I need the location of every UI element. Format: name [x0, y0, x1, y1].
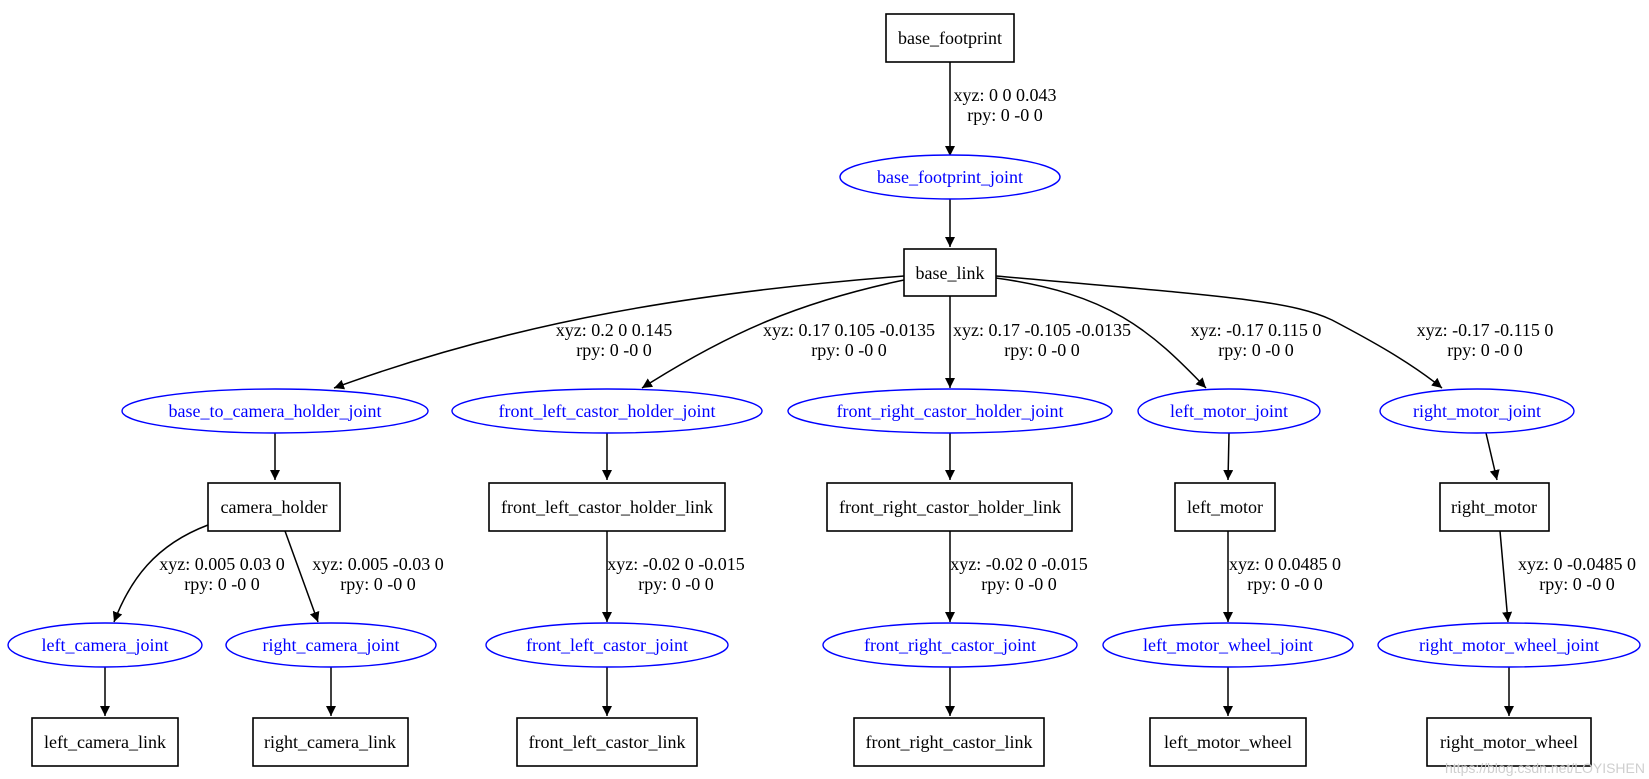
link-node-left-camera-link[interactable]: left_camera_link	[31, 717, 179, 767]
link-node-right-motor[interactable]: right_motor	[1439, 482, 1550, 532]
link-label: front_left_castor_holder_link	[501, 497, 713, 517]
edge-rpy-label: rpy: 0 -0 0	[340, 574, 416, 594]
joint-node-right-motor-wheel-joint[interactable]: right_motor_wheel_joint	[1377, 622, 1641, 668]
edge-xyz-label: xyz: 0.17 -0.105 -0.0135	[953, 320, 1131, 340]
edge-left-motor-joint-to-left-motor	[1223, 432, 1234, 481]
link-label: front_right_castor_link	[866, 732, 1033, 752]
joint-node-right-motor-joint[interactable]: right_motor_joint	[1379, 388, 1575, 434]
edge-xyz-label: xyz: 0 -0.0485 0	[1518, 554, 1636, 574]
joint-label: left_motor_wheel_joint	[1143, 635, 1313, 655]
watermark-text: https://blog.csdn.net/LOYISHEN	[1445, 760, 1645, 776]
link-node-left-motor-wheel[interactable]: left_motor_wheel	[1149, 717, 1307, 767]
joint-label: right_motor_joint	[1413, 401, 1541, 421]
edge-base-link-to-front-left-castor-holder-joint: xyz: 0.17 0.105 -0.0135 rpy: 0 -0 0	[641, 279, 935, 389]
edge-rpy-label: rpy: 0 -0 0	[576, 340, 652, 360]
edge-xyz-label: xyz: 0 0.0485 0	[1229, 554, 1341, 574]
joint-label: front_left_castor_joint	[526, 635, 688, 655]
joint-node-front-left-castor-joint[interactable]: front_left_castor_joint	[485, 622, 729, 668]
joint-label: front_left_castor_holder_joint	[499, 401, 716, 421]
link-node-right-camera-link[interactable]: right_camera_link	[252, 717, 409, 767]
link-node-right-motor-wheel[interactable]: right_motor_wheel	[1426, 717, 1592, 767]
joint-label: base_footprint_joint	[877, 167, 1023, 187]
edge-right-motor-joint-to-right-motor	[1485, 432, 1500, 481]
edge-rpy-label: rpy: 0 -0 0	[811, 340, 887, 360]
edge-front-left-castor-holder-link-to-front-left-castor-joint: xyz: -0.02 0 -0.015 rpy: 0 -0 0	[602, 531, 745, 622]
link-label: right_motor_wheel	[1440, 732, 1578, 752]
link-label: right_camera_link	[264, 732, 396, 752]
edge-rpy-label: rpy: 0 -0 0	[1539, 574, 1615, 594]
link-label: left_motor	[1187, 497, 1263, 517]
link-node-front-left-castor-link[interactable]: front_left_castor_link	[516, 717, 698, 767]
edge-camera-holder-to-right-camera-joint: xyz: 0.005 -0.03 0 rpy: 0 -0 0	[284, 530, 444, 623]
joint-label: right_camera_joint	[263, 635, 400, 655]
joint-label: front_right_castor_joint	[864, 635, 1036, 655]
edge-rpy-label: rpy: 0 -0 0	[967, 105, 1043, 125]
joint-label: right_motor_wheel_joint	[1419, 635, 1599, 655]
link-node-front-left-castor-holder-link[interactable]: front_left_castor_holder_link	[488, 482, 726, 532]
joint-label: left_motor_joint	[1170, 401, 1288, 421]
link-label: front_left_castor_link	[529, 732, 686, 752]
joint-node-base-footprint-joint[interactable]: base_footprint_joint	[839, 154, 1061, 200]
joint-node-left-motor-wheel-joint[interactable]: left_motor_wheel_joint	[1102, 622, 1354, 668]
edges: xyz: 0 0 0.043 rpy: 0 -0 0 xyz: 0.2 0 0.…	[100, 62, 1636, 716]
joint-label: left_camera_joint	[42, 635, 169, 655]
link-label: base_link	[916, 263, 985, 283]
link-label: left_motor_wheel	[1164, 732, 1292, 752]
edge-xyz-label: xyz: 0 0 0.043	[954, 85, 1057, 105]
joint-label: base_to_camera_holder_joint	[169, 401, 382, 421]
joint-node-base-to-camera-holder-joint[interactable]: base_to_camera_holder_joint	[121, 388, 429, 434]
edge-rpy-label: rpy: 0 -0 0	[184, 574, 260, 594]
edge-rpy-label: rpy: 0 -0 0	[1218, 340, 1294, 360]
link-node-front-right-castor-holder-link[interactable]: front_right_castor_holder_link	[826, 482, 1073, 532]
edge-xyz-label: xyz: 0.005 0.03 0	[159, 554, 285, 574]
edge-front-right-castor-holder-link-to-front-right-castor-joint: xyz: -0.02 0 -0.015 rpy: 0 -0 0	[945, 531, 1088, 622]
edge-base-link-to-left-motor-joint: xyz: -0.17 0.115 0 rpy: 0 -0 0	[995, 277, 1322, 389]
joint-node-front-left-castor-holder-joint[interactable]: front_left_castor_holder_joint	[451, 388, 763, 434]
edge-xyz-label: xyz: 0.2 0 0.145	[556, 320, 673, 340]
edge-xyz-label: xyz: 0.005 -0.03 0	[312, 554, 443, 574]
edge-xyz-label: xyz: 0.17 0.105 -0.0135	[763, 320, 935, 340]
edge-camera-holder-to-left-camera-joint: xyz: 0.005 0.03 0 rpy: 0 -0 0	[112, 524, 285, 623]
joint-node-front-right-castor-joint[interactable]: front_right_castor_joint	[822, 622, 1078, 668]
edge-xyz-label: xyz: -0.17 -0.115 0	[1417, 320, 1554, 340]
edge-rpy-label: rpy: 0 -0 0	[1447, 340, 1523, 360]
edge-rpy-label: rpy: 0 -0 0	[1004, 340, 1080, 360]
edge-xyz-label: xyz: -0.17 0.115 0	[1191, 320, 1322, 340]
edge-rpy-label: rpy: 0 -0 0	[981, 574, 1057, 594]
link-node-base-link[interactable]: base_link	[903, 248, 997, 297]
nodes: base_footprint base_footprint_joint base…	[7, 13, 1641, 767]
joint-node-left-motor-joint[interactable]: left_motor_joint	[1137, 388, 1321, 434]
joint-label: front_right_castor_holder_joint	[837, 401, 1064, 421]
joint-node-front-right-castor-holder-joint[interactable]: front_right_castor_holder_joint	[787, 388, 1113, 434]
joint-node-right-camera-joint[interactable]: right_camera_joint	[225, 622, 437, 668]
edge-xyz-label: xyz: -0.02 0 -0.015	[607, 554, 744, 574]
link-node-camera-holder[interactable]: camera_holder	[207, 482, 341, 532]
edge-left-motor-to-left-motor-wheel-joint: xyz: 0 0.0485 0 rpy: 0 -0 0	[1223, 531, 1341, 622]
link-node-left-motor[interactable]: left_motor	[1174, 482, 1276, 532]
link-label: camera_holder	[221, 497, 328, 517]
edge-rpy-label: rpy: 0 -0 0	[638, 574, 714, 594]
edge-base-link-to-base-to-camera-holder-joint: xyz: 0.2 0 0.145 rpy: 0 -0 0	[333, 275, 905, 390]
link-node-front-right-castor-link[interactable]: front_right_castor_link	[853, 717, 1045, 767]
joint-node-left-camera-joint[interactable]: left_camera_joint	[7, 622, 203, 668]
link-label: right_motor	[1451, 497, 1537, 517]
link-node-base-footprint[interactable]: base_footprint	[885, 13, 1015, 63]
link-label: front_right_castor_holder_link	[839, 497, 1061, 517]
edge-right-motor-to-right-motor-wheel-joint: xyz: 0 -0.0485 0 rpy: 0 -0 0	[1499, 530, 1636, 623]
edge-base-footprint-to-base-footprint-joint: xyz: 0 0 0.043 rpy: 0 -0 0	[945, 62, 1057, 156]
edge-base-link-to-front-right-castor-holder-joint: xyz: 0.17 -0.105 -0.0135 rpy: 0 -0 0	[945, 296, 1131, 388]
edge-base-link-to-right-motor-joint: xyz: -0.17 -0.115 0 rpy: 0 -0 0	[995, 275, 1554, 389]
edge-rpy-label: rpy: 0 -0 0	[1247, 574, 1323, 594]
link-label: left_camera_link	[44, 732, 166, 752]
link-label: base_footprint	[898, 28, 1002, 48]
edge-xyz-label: xyz: -0.02 0 -0.015	[950, 554, 1087, 574]
